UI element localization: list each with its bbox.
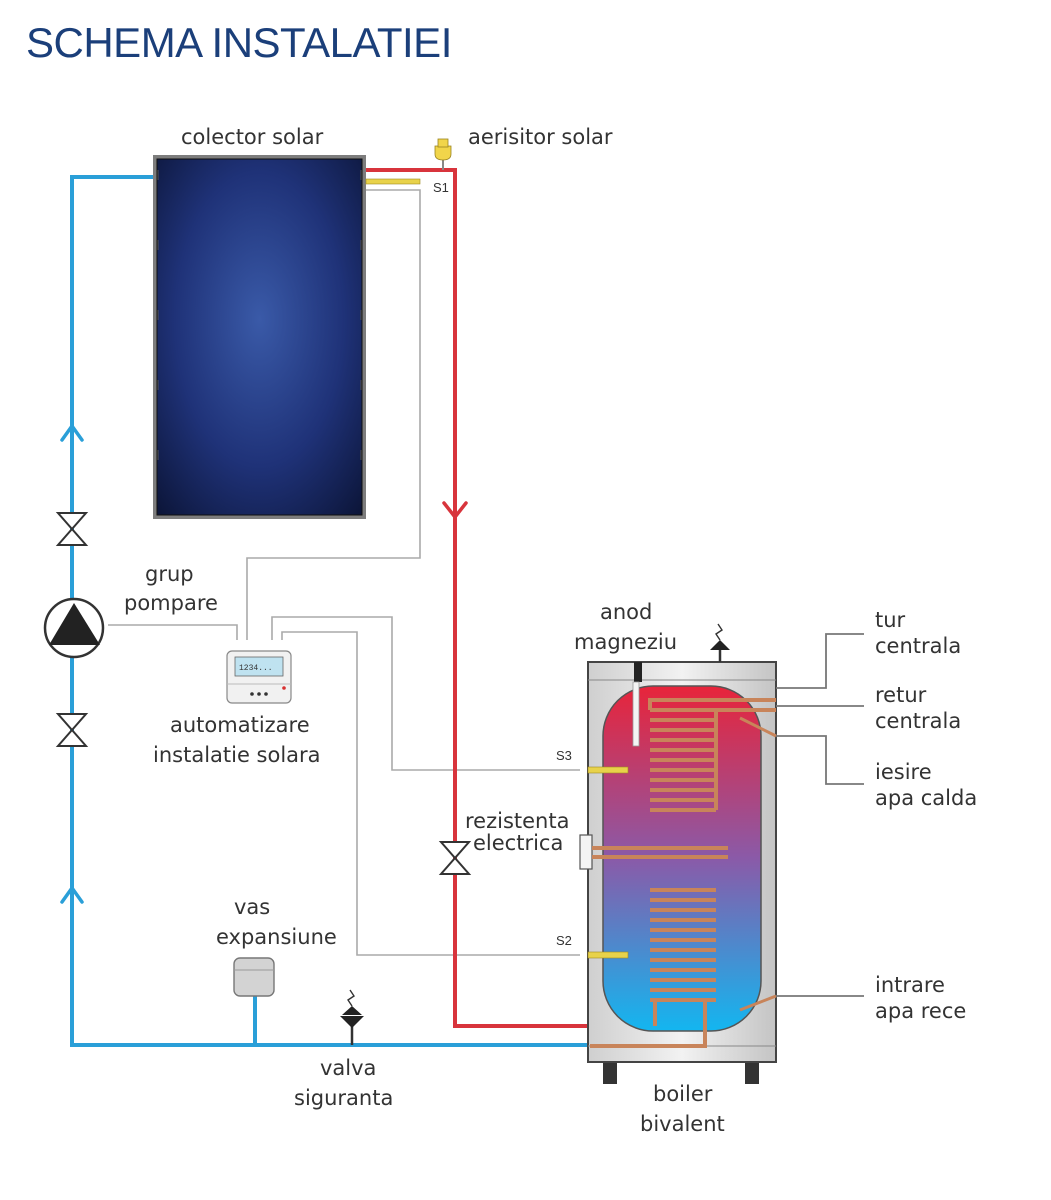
safety-valve-icon bbox=[340, 989, 364, 1045]
expansion-vessel-icon bbox=[233, 957, 275, 997]
sensor-s1 bbox=[365, 178, 421, 185]
retur-label-line1: retur bbox=[875, 683, 927, 707]
hot-out-label-line1: iesire bbox=[875, 760, 932, 784]
valve-icon bbox=[438, 841, 472, 875]
solar-controller bbox=[226, 650, 292, 704]
controller-display-text: 1234... bbox=[239, 664, 273, 673]
flow-arrow-icon bbox=[60, 422, 84, 904]
pump-group-label-line2: pompare bbox=[124, 591, 218, 615]
hot-flow-pipe bbox=[366, 168, 655, 1028]
wire-s1 bbox=[246, 189, 421, 640]
cold-in-label-line1: intrare bbox=[875, 973, 945, 997]
hot-out-label-line2: apa calda bbox=[875, 786, 977, 810]
collector-label: colector solar bbox=[181, 125, 324, 149]
wire-pump bbox=[108, 624, 238, 640]
anode-label-line2: magneziu bbox=[574, 630, 677, 654]
heater-label-line1: rezistenta bbox=[465, 809, 569, 833]
valve-icon bbox=[55, 512, 89, 546]
bivalent-boiler bbox=[579, 623, 777, 1084]
safety-valve-label-line1: valva bbox=[320, 1056, 376, 1080]
tur-label-line2: centrala bbox=[875, 634, 961, 658]
sensor-s2-label: S2 bbox=[556, 933, 572, 948]
wire-s2 bbox=[281, 631, 580, 956]
pump-group-label-line1: grup bbox=[145, 562, 194, 586]
cold-in-label-line2: apa rece bbox=[875, 999, 966, 1023]
heater-label-line2: electrica bbox=[473, 831, 563, 855]
air-vent-icon bbox=[434, 138, 452, 170]
expansion-label-line1: vas bbox=[234, 895, 270, 919]
tur-label-line1: tur bbox=[875, 608, 906, 632]
page-title: SCHEMA INSTALATIEI bbox=[26, 19, 452, 66]
leader-lines bbox=[776, 633, 864, 997]
anode-label-line1: anod bbox=[600, 600, 652, 624]
boiler-label-line2: bivalent bbox=[640, 1112, 725, 1136]
safety-valve-label-line2: siguranta bbox=[294, 1086, 393, 1110]
electric-heater bbox=[579, 834, 728, 870]
flow-arrow-icon bbox=[442, 501, 468, 520]
solar-collector bbox=[153, 155, 366, 519]
controller-label-line2: instalatie solara bbox=[153, 743, 321, 767]
valve-icon bbox=[55, 713, 89, 747]
pump-icon bbox=[43, 597, 105, 659]
retur-label-line2: centrala bbox=[875, 709, 961, 733]
air-vent-label: aerisitor solar bbox=[468, 125, 613, 149]
sensor-s3-label: S3 bbox=[556, 748, 572, 763]
boiler-label-line1: boiler bbox=[653, 1082, 713, 1106]
controller-label-line1: automatizare bbox=[170, 713, 310, 737]
sensor-s1-label: S1 bbox=[433, 180, 449, 195]
expansion-label-line2: expansiune bbox=[216, 925, 337, 949]
